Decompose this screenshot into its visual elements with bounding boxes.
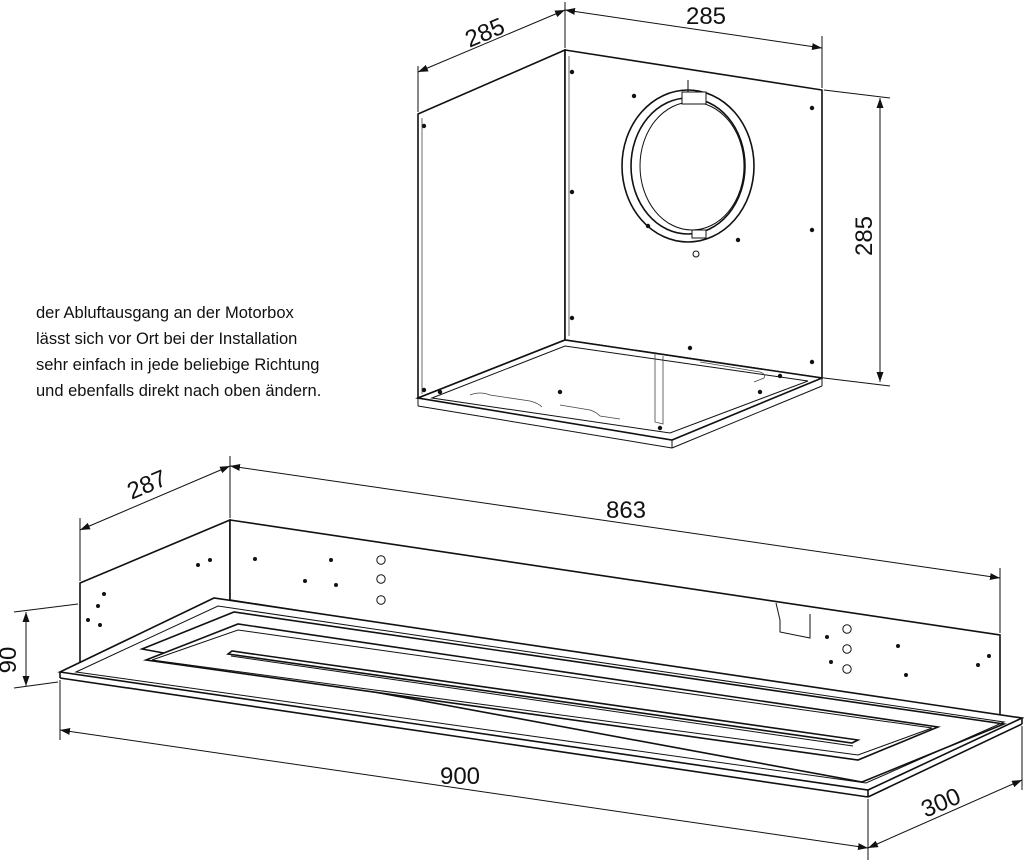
note-line-3: sehr einfach in jede beliebige Richtung	[36, 356, 320, 374]
note-line-2: lässt sich vor Ort bei der Installation	[36, 330, 298, 348]
motorbox-depth-label: 285	[461, 13, 508, 54]
note-line-4: und ebenfalls direkt nach oben ändern.	[36, 382, 322, 400]
hood-height-label: 90	[0, 647, 22, 674]
note-line-1: der Abluftausgang an der Motorbox	[36, 304, 294, 322]
hood-width-bottom-label: 900	[440, 763, 480, 790]
hood-drawing	[57, 518, 1024, 798]
motorbox-drawing	[415, 48, 825, 449]
motorbox-width-label: 285	[686, 3, 726, 30]
installation-note: der Abluftausgang an der Motorbox lässt …	[36, 300, 396, 404]
hood-width-top-label: 863	[606, 497, 646, 524]
dimension-lines	[13, 2, 1023, 860]
hood-depth-top-label: 287	[123, 465, 170, 506]
hood-depth-bottom-label: 300	[917, 783, 964, 824]
motorbox-left-face	[417, 48, 566, 400]
motorbox-height-label: 285	[851, 216, 878, 256]
exhaust-outlet-ring	[621, 80, 755, 258]
